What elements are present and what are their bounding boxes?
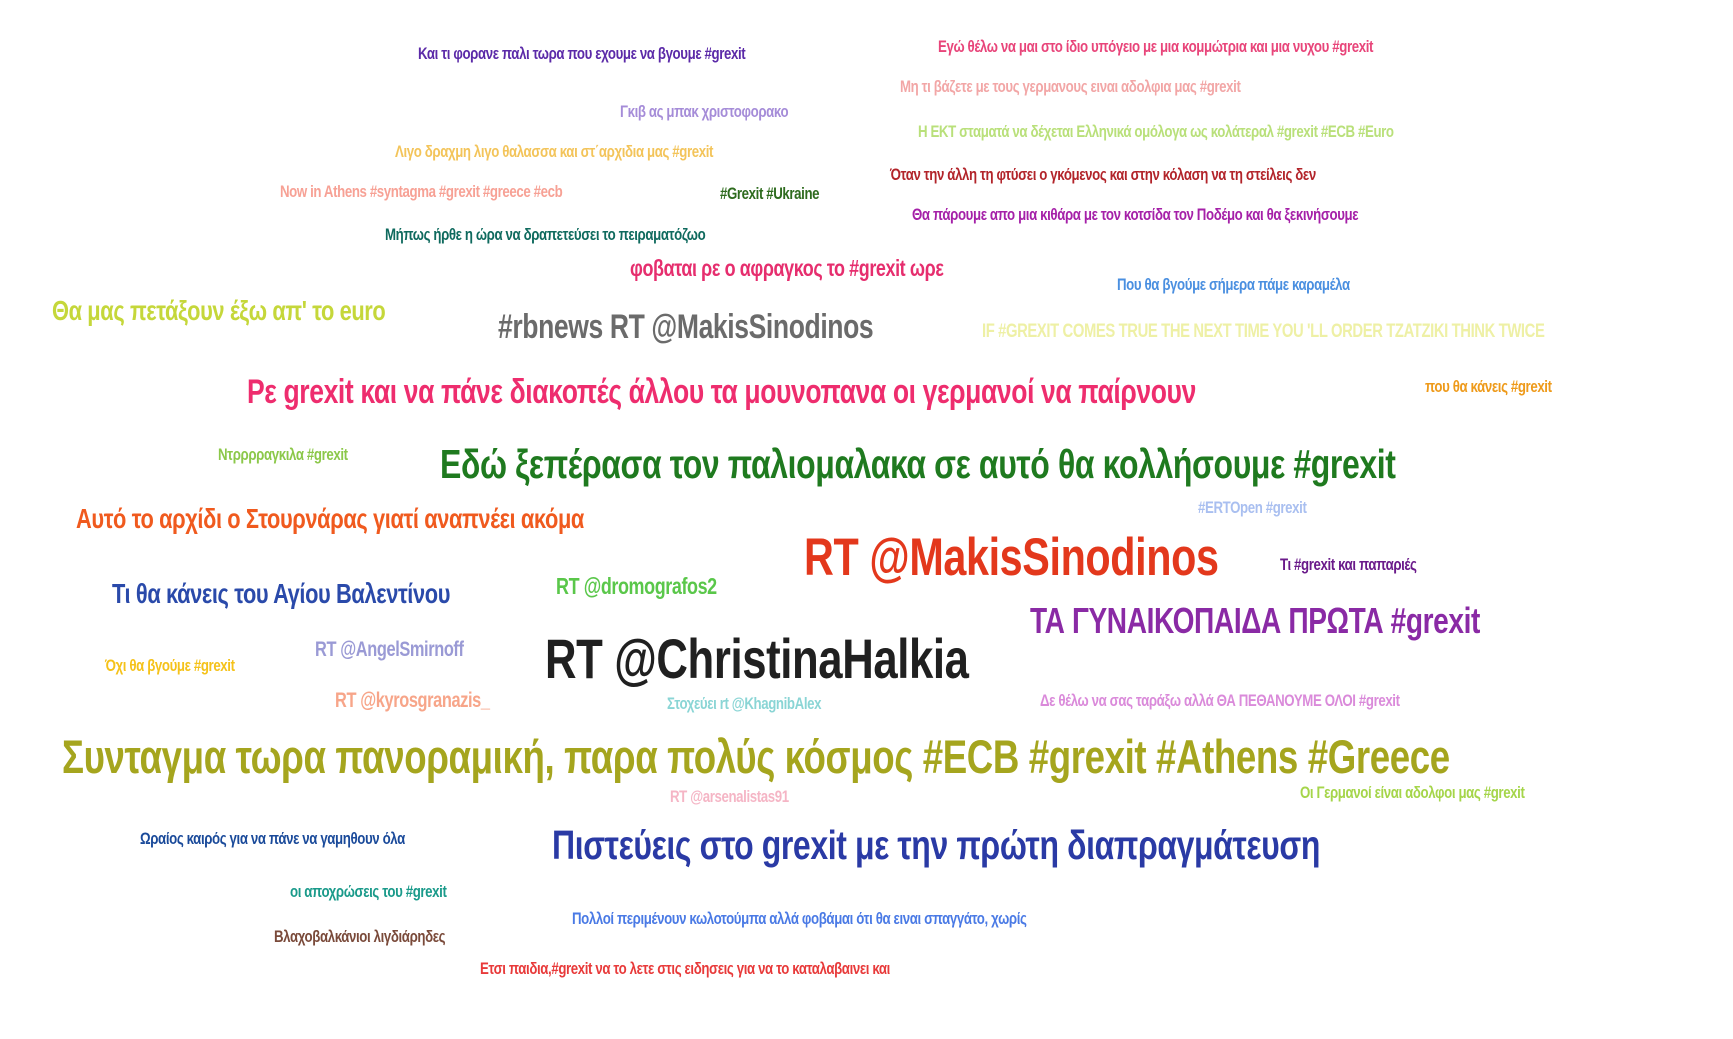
phrase: Που θα βγούμε σήμερα πάμε καραμέλα [1117,275,1350,294]
phrase: Πολλοί περιμένουν κωλοτούμπα αλλά φοβάμα… [572,909,1027,928]
phrase: Τι θα κάνεις του Αγίου Βαλεντίνου [112,578,451,609]
phrase: οι αποχρώσεις του #grexit [290,882,447,901]
phrase: IF #GREXIT COMES TRUE THE NEXT TIME YOU … [982,321,1545,342]
phrase: Όχι θα βγούμε #grexit [105,656,235,675]
phrase: Λιγο δραχμη λιγο θαλασσα και στ΄αρχιδια … [395,142,714,161]
phrase: Στοχεύει rt @KhagnibAlex [667,694,822,713]
phrase: ΤΑ ΓΥΝΑΙΚΟΠΑΙΔΑ ΠΡΩΤΑ #grexit [1030,600,1481,641]
phrase: Μη τι βάζετε με τους γερμανους ειναι αδο… [900,77,1241,96]
phrase: RT @MakisSinodinos [804,528,1219,587]
phrase: Και τι φορανε παλι τωρα που εχουμε να βγ… [418,44,746,63]
phrase: φοβαται ρε ο αφραγκος το #grexit ωρε [630,255,944,281]
phrase: RT @AngelSmirnoff [315,638,464,661]
phrase: RT @ChristinaHalkia [545,627,969,690]
phrase: Συνταγμα τωρα πανοραμική, παρα πολύς κόσ… [62,730,1450,783]
phrase: Θα μας πετάξουν έξω απ' το euro [52,295,386,326]
phrase: Η ΕΚΤ σταματά να δέχεται Ελληνικά ομόλογ… [918,122,1394,141]
phrase: Now in Athens #syntagma #grexit #greece … [280,182,563,201]
phrase: Αυτό το αρχίδι ο Στουρνάρας γιατί αναπνέ… [76,503,584,534]
phrase: Όταν την άλλη τη φτύσει ο γκόμενος και σ… [890,165,1316,184]
phrase: Μήπως ήρθε η ώρα να δραπετεύσει το πειρα… [385,225,706,244]
phrase: RT @dromografos2 [556,573,717,599]
phrase: #Grexit #Ukraine [720,184,820,203]
phrase: Εδώ ξεπέρασα τον παλιομαλακα σε αυτό θα … [440,441,1396,487]
phrase: Ωραίος καιρός για να πάνε να γαμηθουν όλ… [140,829,405,848]
phrase: RT @arsenalistas91 [670,787,789,806]
phrase: Δε θέλω να σας ταράξω αλλά ΘΑ ΠΕΘΑΝΟΥΜΕ … [1040,691,1400,710]
phrase: RT @kyrosgranazis_ [335,689,490,712]
phrase: #rbnews RT @MakisSinodinos [498,308,874,346]
phrase: που θα κάνεις #grexit [1425,377,1552,396]
phrase: Εγώ θέλω να μαι στο ίδιο υπόγειο με μια … [938,37,1374,56]
phrase: Πιστεύεις στο grexit με την πρώτη διαπρα… [552,822,1320,868]
phrase: #ERTOpen #grexit [1198,498,1307,517]
phrase: Γκιβ ας μπακ χριστοφορακο [620,102,789,121]
phrase: Θα πάρουμε απο μια κιθάρα με τον κοτσίδα… [912,205,1359,224]
phrase: Ρε grexit και να πάνε διακοπές άλλου τα … [247,373,1196,411]
phrase: Ντρρρραγκιλα #grexit [218,445,348,464]
phrase: Οι Γερμανοί είναι αδολφοι μας #grexit [1300,783,1525,802]
phrase: Βλαχοβαλκάνιοι λιγδιάρηδες [274,927,446,946]
phrase: Τι #grexit και παπαριές [1280,555,1417,574]
phrase: Ετσι παιδια,#grexit να το λετε στις ειδη… [480,959,890,978]
